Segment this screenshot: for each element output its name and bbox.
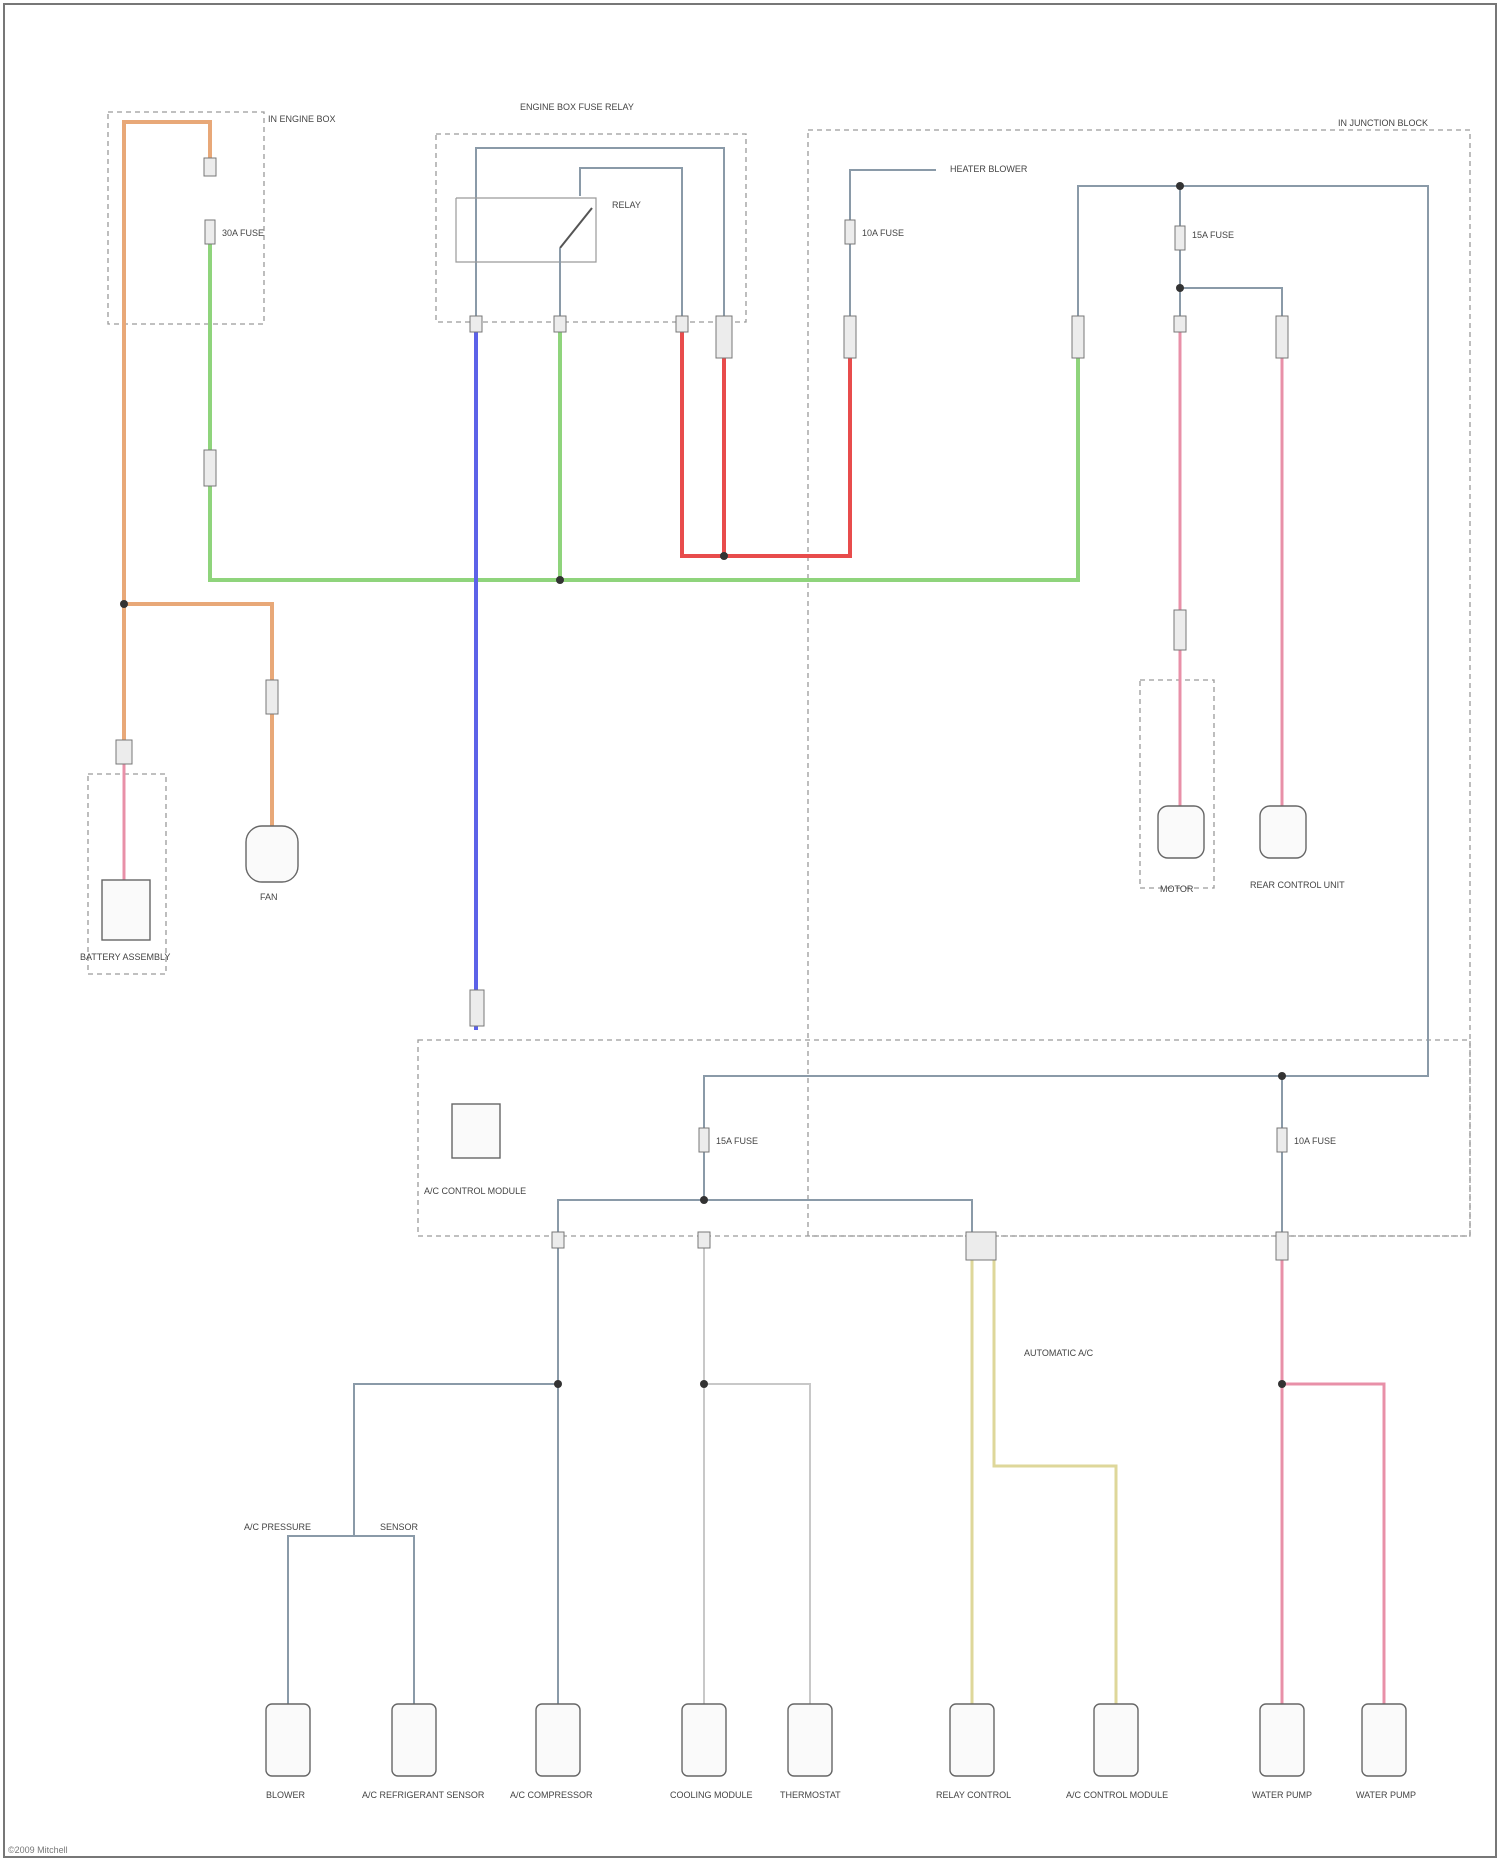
rear-motor-label: MOTOR xyxy=(1160,884,1194,894)
wire-red-1 xyxy=(682,328,850,556)
lower-component-2 xyxy=(392,1704,436,1776)
wire-pink-lower-7 xyxy=(1282,1384,1384,1710)
relay-module-label: ENGINE BOX FUSE RELAY xyxy=(520,102,634,112)
fuse-lower-1-label: 15A FUSE xyxy=(716,1136,758,1146)
wire-grey-ac-bus-2 xyxy=(704,1200,972,1240)
wire-grey-ac-bus xyxy=(558,1076,704,1240)
lower-component-4 xyxy=(682,1704,726,1776)
connector-green-mid xyxy=(204,450,216,486)
wire-grey-split-2 xyxy=(354,1536,414,1710)
connector-ac-2 xyxy=(698,1232,710,1248)
lower-label-1: BLOWER xyxy=(266,1790,306,1800)
splice-red xyxy=(720,552,728,560)
lower-label-5: THERMOSTAT xyxy=(780,1790,841,1800)
lower-label-7: A/C CONTROL MODULE xyxy=(1066,1790,1168,1800)
fan-component xyxy=(246,826,298,882)
wire-grey-right-feed xyxy=(704,186,1428,1200)
connector-fuse-engine xyxy=(204,158,216,176)
lower-component-6 xyxy=(950,1704,994,1776)
wire-grey-relay xyxy=(476,148,724,322)
wire-orange-main xyxy=(124,122,210,752)
battery-component xyxy=(102,880,150,940)
connector-rear-1 xyxy=(1174,610,1186,650)
wire-green-bus xyxy=(210,236,1078,580)
connector-jb-4 xyxy=(1276,316,1288,358)
connector-relay-3 xyxy=(676,316,688,332)
split-left-label: A/C PRESSURE xyxy=(244,1522,311,1532)
ac-control-component xyxy=(452,1104,500,1158)
splice-orange xyxy=(120,600,128,608)
splice-lower-2 xyxy=(700,1380,708,1388)
split-right-label: SENSOR xyxy=(380,1522,419,1532)
splice-green xyxy=(556,576,564,584)
connector-jb-1 xyxy=(844,316,856,358)
lower-label-9: WATER PUMP xyxy=(1356,1790,1416,1800)
rear-motor-component xyxy=(1158,806,1204,858)
wire-orange-fan xyxy=(124,604,272,826)
splice-lower-1 xyxy=(554,1380,562,1388)
fuse-lower-2-label: 10A FUSE xyxy=(1294,1136,1336,1146)
fuse-relay-label: RELAY xyxy=(612,200,641,210)
wire-yellow-lower-5 xyxy=(994,1246,1116,1710)
wire-grey-fuse-right-2 xyxy=(1180,288,1282,322)
fan-label: FAN xyxy=(260,892,278,902)
fuse-lower-1-symbol xyxy=(699,1128,709,1152)
fuse-rear-1-label: 15A FUSE xyxy=(1192,230,1234,240)
fuse-jb-left-symbol xyxy=(845,220,855,244)
connector-relay-1 xyxy=(470,316,482,332)
fuse-jb-note-label: HEATER BLOWER xyxy=(950,164,1028,174)
lower-label-4: COOLING MODULE xyxy=(670,1790,753,1800)
fuse-engine-symbol xyxy=(205,220,215,244)
splice-grey-bus xyxy=(700,1196,708,1204)
lower-component-9 xyxy=(1362,1704,1406,1776)
connector-ac-1 xyxy=(552,1232,564,1248)
fuse-box-engine-outline xyxy=(108,112,264,324)
splice-grey-fuse xyxy=(1176,284,1184,292)
relay-switch-arm xyxy=(560,208,592,248)
connector-battery xyxy=(116,740,132,764)
splice-grey-ac xyxy=(1278,1072,1286,1080)
wire-grey-jb xyxy=(850,170,936,322)
ac-control-label: A/C CONTROL MODULE xyxy=(424,1186,526,1196)
wire-grey-split xyxy=(288,1384,558,1710)
wire-grey-relay-2 xyxy=(580,168,682,322)
connector-ac-4 xyxy=(1276,1232,1288,1260)
junction-box-label: IN JUNCTION BLOCK xyxy=(1338,118,1428,128)
lower-component-5 xyxy=(788,1704,832,1776)
battery-label: BATTERY ASSEMBLY xyxy=(80,952,170,962)
connector-fan xyxy=(266,680,278,714)
splice-grey-top xyxy=(1176,182,1184,190)
lower-label-6: RELAY CONTROL xyxy=(936,1790,1011,1800)
lower-label-8: WATER PUMP xyxy=(1252,1790,1312,1800)
splice-lower-3 xyxy=(1278,1380,1286,1388)
fuse-box-engine-label: IN ENGINE BOX xyxy=(268,114,336,124)
lower-label-2: A/C REFRIGERANT SENSOR xyxy=(362,1790,485,1800)
fuse-rear-1-symbol xyxy=(1175,226,1185,250)
lower-label-3: A/C COMPRESSOR xyxy=(510,1790,593,1800)
battery-box-outline xyxy=(88,774,166,974)
fuse-engine-label: 30A FUSE xyxy=(222,228,264,238)
connector-relay-4 xyxy=(716,316,732,358)
footer-copyright: ©2009 Mitchell xyxy=(8,1845,68,1855)
lower-component-8 xyxy=(1260,1704,1304,1776)
relay-module-outline xyxy=(436,134,746,322)
junction-box-outline xyxy=(808,130,1470,1236)
rear-control-component xyxy=(1260,806,1306,858)
wire-white-lower-3 xyxy=(704,1384,810,1710)
connector-relay-2 xyxy=(554,316,566,332)
lower-component-7 xyxy=(1094,1704,1138,1776)
connector-jb-2 xyxy=(1072,316,1084,358)
diagram-frame xyxy=(4,4,1496,1857)
fuse-lower-2-symbol xyxy=(1277,1128,1287,1152)
lower-component-3 xyxy=(536,1704,580,1776)
fuse-jb-left-label: 10A FUSE xyxy=(862,228,904,238)
connector-ac-3 xyxy=(966,1232,996,1260)
connector-jb-3 xyxy=(1174,316,1186,332)
connector-blue xyxy=(470,990,484,1026)
note-label: AUTOMATIC A/C xyxy=(1024,1348,1094,1358)
lower-component-1 xyxy=(266,1704,310,1776)
rear-control-label: REAR CONTROL UNIT xyxy=(1250,880,1345,890)
